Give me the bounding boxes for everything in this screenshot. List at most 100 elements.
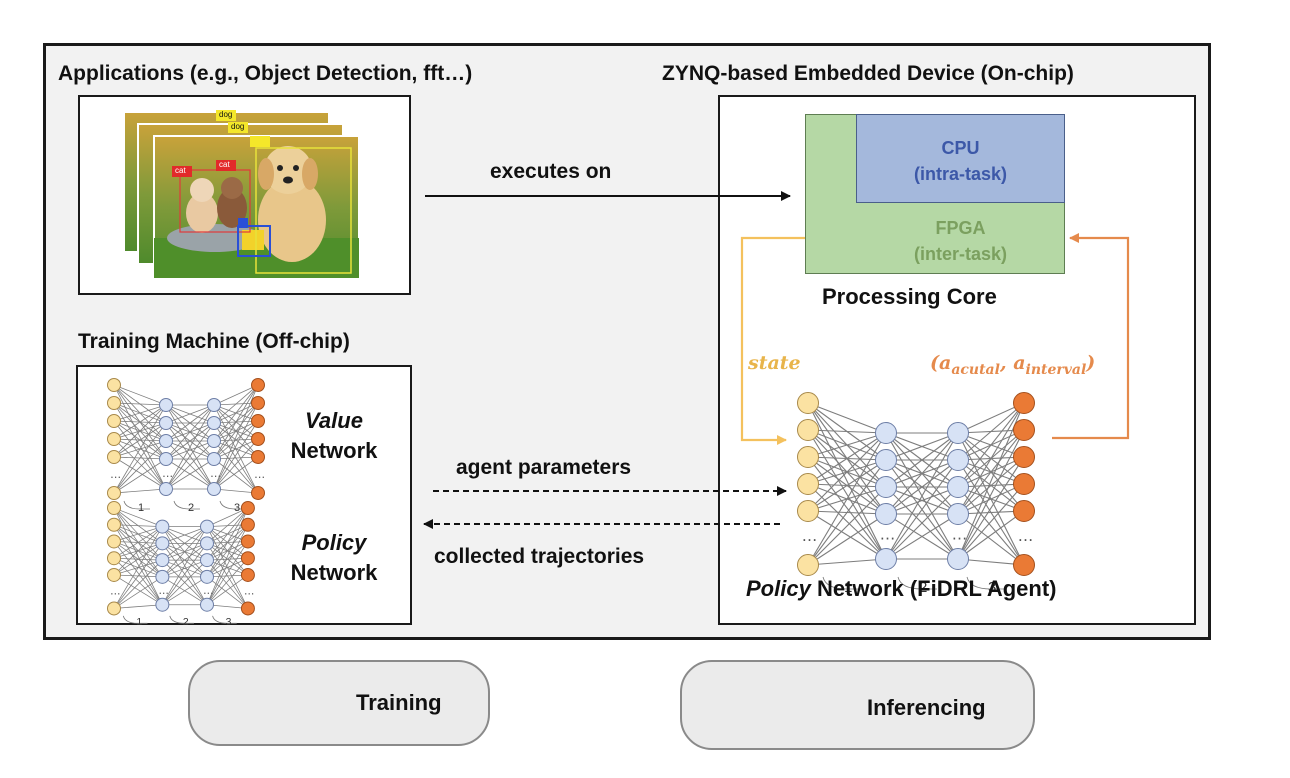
value-edge [213, 458, 259, 494]
value-edge [113, 422, 167, 494]
policy-hidden-node [155, 597, 170, 612]
policy-edge [162, 526, 208, 561]
policy-edge [113, 507, 163, 527]
policy-edge [113, 559, 163, 609]
agent-edge [807, 456, 887, 560]
state-label: state [748, 352, 801, 374]
agent-edge [885, 432, 959, 488]
agent-edge [807, 510, 887, 560]
object-detection-image-stack: dog dog cat cat [120, 108, 370, 283]
agent-hidden-node [947, 503, 969, 525]
policy-edge [113, 526, 163, 576]
agent-layer-brace [822, 576, 862, 590]
value-edge [165, 404, 215, 490]
detect-label: cat [175, 166, 186, 175]
value-edge [113, 402, 167, 490]
policy-edge [206, 507, 249, 561]
value-edge [165, 440, 215, 460]
agent-edge [807, 459, 887, 512]
value-edge [213, 456, 259, 460]
value-hidden-node [159, 482, 173, 496]
value-network-label: Value Network [268, 406, 400, 466]
agent-edge [807, 558, 887, 566]
policy-hidden-node [200, 597, 214, 612]
executes-on-label: executes on [490, 160, 612, 183]
policy-edge [206, 576, 249, 609]
agent-input-node [797, 500, 819, 522]
agent-edge [957, 402, 1025, 488]
value-layer-label: 1 [138, 502, 144, 514]
policy-edge [113, 524, 163, 527]
value-edge [213, 384, 259, 424]
value-edge [213, 402, 259, 490]
agent-edge [807, 429, 887, 560]
agent-hidden-node [947, 548, 969, 570]
agent-output-node [1013, 392, 1035, 414]
value-edge [113, 404, 167, 494]
value-edge [113, 422, 167, 458]
policy-edge [162, 576, 208, 606]
agent-hidden-node [947, 476, 969, 498]
value-layer-brace [219, 500, 246, 510]
state-arrow [740, 236, 805, 445]
agent-output-node [1013, 473, 1035, 495]
value-layer-label: 3 [234, 502, 240, 514]
agent-edge [885, 432, 959, 461]
policy-edge [206, 507, 249, 527]
value-edge [113, 440, 167, 494]
collected-trajectories-label: collected trajectories [434, 545, 645, 568]
value-edge [113, 404, 167, 440]
agent-input-node [797, 419, 819, 441]
fpga-label: FPGA [935, 218, 986, 238]
agent-edge [957, 510, 1025, 515]
policy-hidden-node [155, 553, 170, 568]
value-output-node [251, 486, 265, 500]
policy-hidden-node [200, 569, 214, 584]
value-ellipsis: … [254, 468, 265, 481]
value-input-node [107, 396, 121, 410]
policy-edge [206, 541, 249, 605]
value-edge [213, 384, 259, 442]
agent-edge [957, 429, 1025, 515]
action-subscript-interval: interval [1025, 361, 1087, 378]
value-hidden-node [207, 482, 221, 496]
policy-edge [162, 526, 208, 544]
action-symbol: a [939, 352, 952, 374]
value-edge [213, 438, 259, 490]
policy-output-node [240, 601, 255, 616]
applications-title: Applications (e.g., Object Detection, ff… [58, 62, 473, 85]
policy-edge [113, 576, 163, 609]
value-output-node [251, 432, 265, 446]
policy-input-node [107, 534, 121, 549]
agent-edge [957, 402, 1025, 461]
value-network-label-rest: Network [290, 438, 378, 463]
agent-layer-label: 1 [844, 579, 852, 596]
action-label: (aacutal, ainterval) [930, 352, 1096, 378]
agent-edge [807, 432, 887, 512]
detect-label: dog [219, 110, 233, 119]
policy-edge [113, 574, 163, 606]
agent-edge [957, 402, 1025, 515]
policy-layer-brace [122, 615, 148, 624]
policy-edge [162, 559, 208, 578]
cpu-label: CPU [941, 138, 980, 158]
value-edge [113, 404, 167, 422]
value-network-label-italic: Value [305, 408, 363, 433]
agent-input-node [797, 446, 819, 468]
value-edge [213, 384, 259, 490]
policy-edge [206, 541, 249, 578]
policy-ellipsis: … [203, 585, 213, 597]
value-hidden-node [159, 434, 173, 448]
agent-layer-label: 2 [919, 579, 927, 596]
fpga-sublabel: (inter-task) [913, 244, 1007, 264]
agent-edge [807, 432, 887, 566]
policy-input-node [107, 517, 121, 532]
value-edge [113, 420, 167, 490]
value-layer-label: 2 [188, 502, 194, 514]
agent-edge [957, 483, 1025, 515]
legend-training: Training [188, 660, 490, 746]
value-input-node [107, 432, 121, 446]
